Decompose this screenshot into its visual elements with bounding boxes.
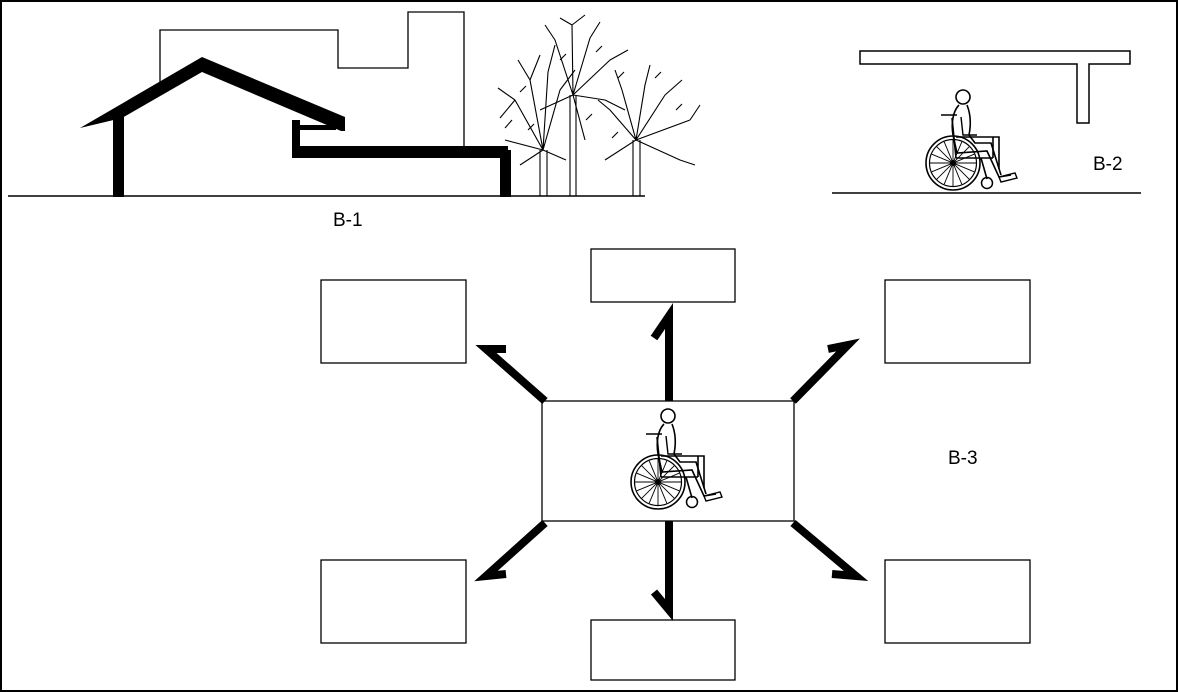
arrow-up <box>650 303 673 401</box>
b3-arrows <box>474 303 869 622</box>
wheelchair-user-icon <box>630 408 723 510</box>
b2-section: B-2 <box>832 50 1141 194</box>
b2-label: B-2 <box>1093 154 1123 175</box>
b3-label: B-3 <box>948 448 978 469</box>
b3-box-lower-left <box>320 559 467 644</box>
arrow-down <box>650 521 673 622</box>
house-outline-icon <box>80 57 511 197</box>
arrow-upper-right <box>790 338 860 404</box>
wheelchair-user-icon <box>925 89 1018 191</box>
b3-box-lower-right <box>884 559 1031 644</box>
b3-box-top <box>590 248 736 303</box>
b1-label: B-1 <box>333 210 363 231</box>
trees-icon <box>497 14 701 196</box>
b3-box-upper-right <box>884 279 1031 364</box>
b3-section: B-3 <box>320 248 1031 681</box>
arrow-lower-right <box>790 519 869 582</box>
arrow-lower-left <box>474 520 548 582</box>
b3-box-bottom <box>590 619 736 681</box>
b3-box-upper-left <box>320 279 467 364</box>
overhead-canopy-icon <box>859 50 1131 124</box>
b1-section: B-1 <box>8 11 701 231</box>
b1-back-building-outline <box>159 11 465 150</box>
arrow-upper-left <box>475 345 548 405</box>
